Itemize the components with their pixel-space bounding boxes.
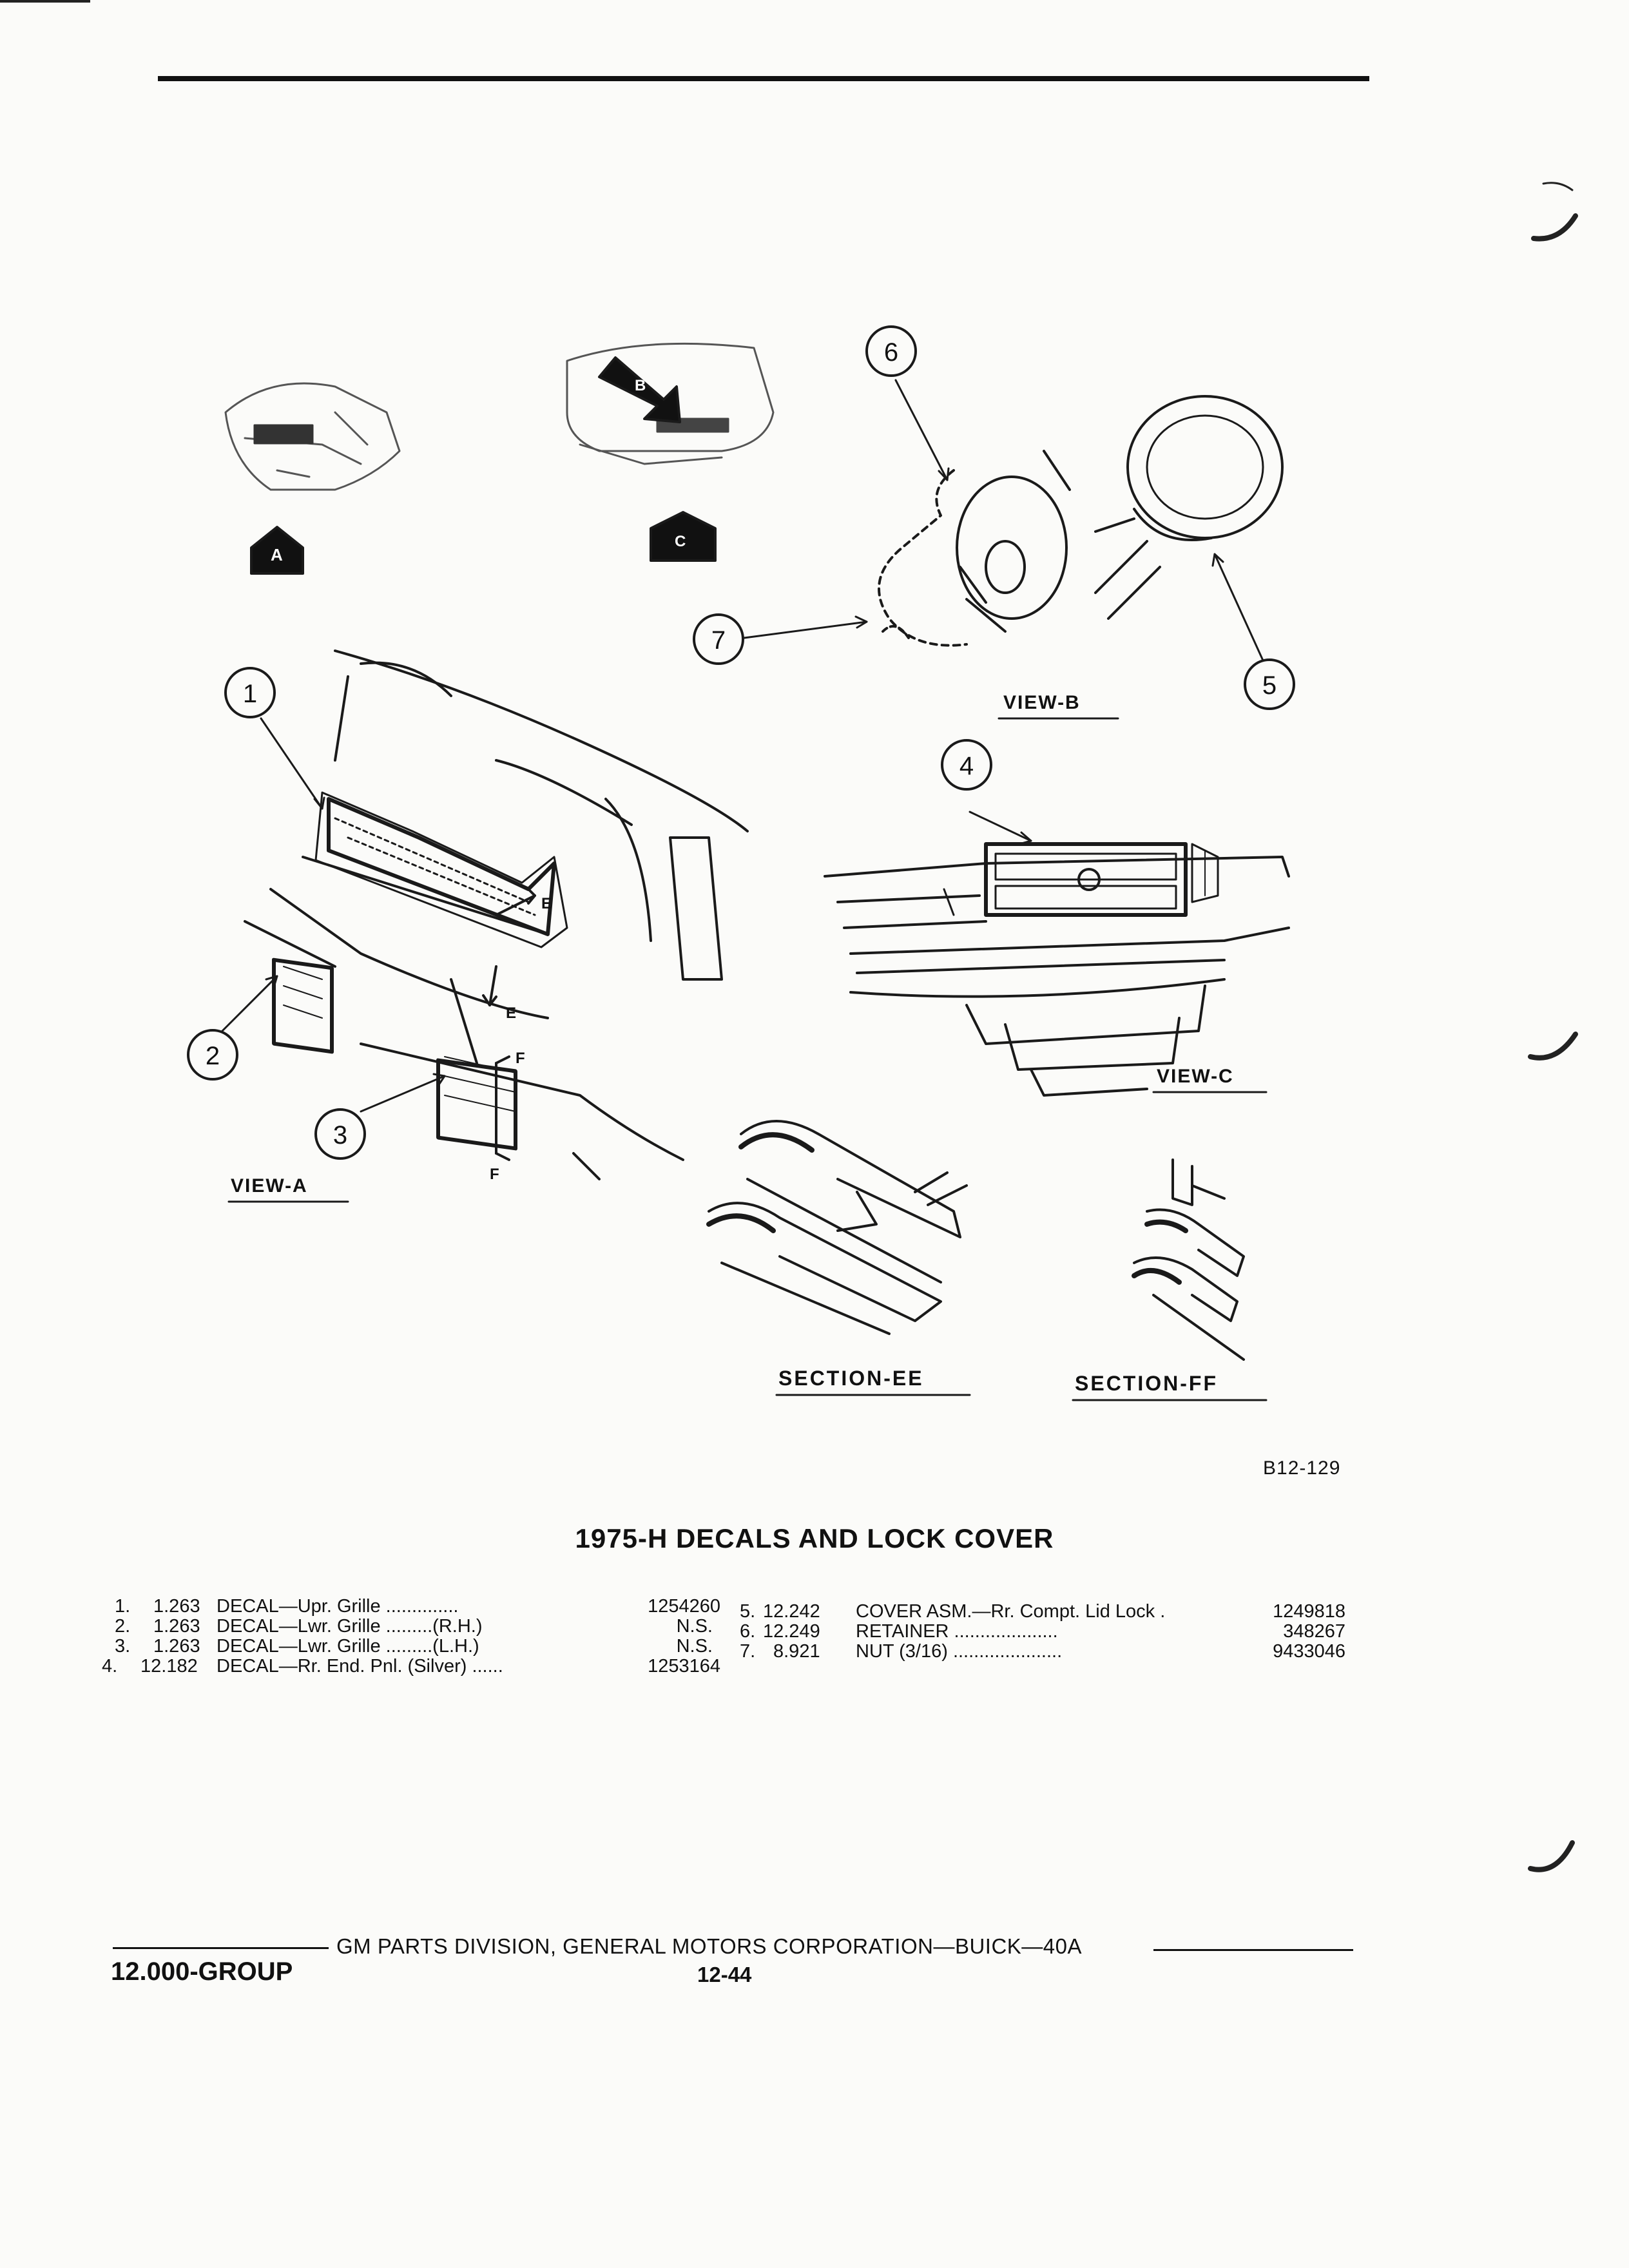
item-reference: 12.182 bbox=[140, 1656, 198, 1677]
list-item: 6. 12.249 RETAINER .................... … bbox=[740, 1622, 1345, 1642]
callout-1: 1 bbox=[224, 667, 276, 718]
section-label-ff: SECTION-FF bbox=[1072, 1372, 1268, 1401]
section-ff-detail bbox=[1132, 1158, 1245, 1361]
item-reference: 12.249 bbox=[763, 1621, 820, 1642]
callout-number: 6 bbox=[884, 338, 898, 367]
view-label-text: VIEW-A bbox=[231, 1175, 308, 1196]
view-marker-letter: A bbox=[271, 545, 283, 564]
list-item: 2. 1.263 DECAL—Lwr. Grille .........(R.H… bbox=[115, 1617, 720, 1637]
view-marker-c: C bbox=[650, 511, 717, 562]
item-part-number: N.S. bbox=[676, 1636, 713, 1657]
item-description: DECAL—Lwr. Grille .........(L.H.) bbox=[217, 1636, 479, 1657]
view-label-text: VIEW-B bbox=[1003, 692, 1081, 713]
item-reference: 1.263 bbox=[153, 1616, 200, 1637]
item-part-number: 348267 bbox=[1283, 1621, 1345, 1642]
item-description: DECAL—Lwr. Grille .........(R.H.) bbox=[217, 1616, 483, 1637]
callout-number: 3 bbox=[333, 1121, 347, 1149]
callout-3: 3 bbox=[314, 1108, 366, 1160]
view-marker-letter: C bbox=[675, 533, 686, 550]
page-title: 1975-H DECALS AND LOCK COVER bbox=[575, 1523, 1054, 1553]
callout-number: 5 bbox=[1262, 671, 1277, 700]
parts-list-left: 1. 1.263 DECAL—Upr. Grille .............… bbox=[102, 1597, 720, 1687]
item-part-number: 1253164 bbox=[648, 1656, 720, 1677]
view-label-b: VIEW-B bbox=[998, 692, 1119, 720]
locator-car-front bbox=[224, 382, 401, 491]
parts-list-right: 5. 12.242 COVER ASM.—Rr. Compt. Lid Lock… bbox=[740, 1602, 1345, 1673]
list-item: 1. 1.263 DECAL—Upr. Grille .............… bbox=[115, 1597, 720, 1617]
item-number: 5. bbox=[740, 1601, 756, 1622]
section-marker: F bbox=[516, 1050, 525, 1067]
callout-7: 7 bbox=[693, 613, 744, 665]
figure-id: B12-129 bbox=[1263, 1457, 1341, 1479]
item-description: DECAL—Upr. Grille .............. bbox=[217, 1596, 459, 1617]
section-marker: F bbox=[490, 1166, 499, 1183]
item-number: 3. bbox=[115, 1636, 131, 1657]
callout-4: 4 bbox=[941, 739, 992, 791]
item-number: 6. bbox=[740, 1621, 756, 1642]
list-item: 5. 12.242 COVER ASM.—Rr. Compt. Lid Lock… bbox=[740, 1602, 1345, 1622]
item-reference: 1.263 bbox=[153, 1596, 200, 1617]
item-description: DECAL—Rr. End. Pnl. (Silver) ...... bbox=[217, 1656, 503, 1677]
section-label-text: SECTION-FF bbox=[1075, 1372, 1218, 1395]
item-reference: 1.263 bbox=[153, 1636, 200, 1657]
front-end-view bbox=[244, 649, 749, 1180]
footer-rule-left bbox=[113, 1947, 329, 1949]
view-label-a: VIEW-A bbox=[227, 1175, 349, 1203]
item-number: 4. bbox=[102, 1656, 118, 1677]
leader-lines bbox=[221, 379, 1264, 1113]
rear-end-view bbox=[824, 842, 1290, 1097]
section-marker: E bbox=[506, 1004, 516, 1022]
view-label-text: VIEW-C bbox=[1157, 1066, 1234, 1087]
item-reference: 8.921 bbox=[773, 1641, 820, 1662]
header-rule bbox=[158, 76, 1369, 81]
section-ee-detail bbox=[706, 1120, 968, 1335]
list-item: 7. 8.921 NUT (3/16) ....................… bbox=[740, 1642, 1345, 1662]
page-number: 12-44 bbox=[697, 1963, 752, 1986]
view-marker-b: B bbox=[598, 356, 681, 423]
lock-cover-assembly bbox=[878, 395, 1284, 647]
item-number: 1. bbox=[115, 1596, 131, 1617]
item-part-number: 1254260 bbox=[648, 1596, 720, 1617]
callout-2: 2 bbox=[187, 1029, 238, 1081]
callout-number: 1 bbox=[243, 680, 257, 708]
item-number: 2. bbox=[115, 1616, 131, 1637]
item-part-number: 1249818 bbox=[1273, 1601, 1345, 1622]
section-label-text: SECTION-EE bbox=[778, 1367, 924, 1390]
group-label: 12.000-GROUP bbox=[111, 1957, 293, 1986]
corner-mark bbox=[0, 0, 90, 3]
list-item: 4. 12.182 DECAL—Rr. End. Pnl. (Silver) .… bbox=[102, 1656, 720, 1677]
callout-6: 6 bbox=[865, 325, 917, 377]
view-label-c: VIEW-C bbox=[1152, 1066, 1268, 1093]
item-reference: 12.242 bbox=[763, 1601, 820, 1622]
item-part-number: N.S. bbox=[676, 1616, 713, 1637]
margin-marks bbox=[1528, 182, 1578, 1872]
item-description: RETAINER .................... bbox=[856, 1621, 1058, 1642]
callout-number: 7 bbox=[711, 626, 726, 655]
item-part-number: 9433046 bbox=[1273, 1641, 1345, 1662]
view-marker-letter: B bbox=[635, 377, 646, 394]
callout-5: 5 bbox=[1244, 658, 1295, 710]
view-marker-a: A bbox=[250, 526, 304, 575]
callout-number: 4 bbox=[959, 752, 974, 780]
list-item: 3. 1.263 DECAL—Lwr. Grille .........(L.H… bbox=[115, 1637, 720, 1657]
footer-publisher: GM PARTS DIVISION, GENERAL MOTORS CORPOR… bbox=[336, 1934, 1083, 1958]
item-number: 7. bbox=[740, 1641, 756, 1662]
section-marker: E bbox=[541, 895, 552, 912]
callout-number: 2 bbox=[206, 1042, 220, 1070]
item-description: NUT (3/16) ..................... bbox=[856, 1641, 1063, 1662]
section-label-ee: SECTION-EE bbox=[775, 1367, 971, 1396]
footer-rule-right bbox=[1153, 1949, 1353, 1951]
item-description: COVER ASM.—Rr. Compt. Lid Lock . bbox=[856, 1601, 1166, 1622]
